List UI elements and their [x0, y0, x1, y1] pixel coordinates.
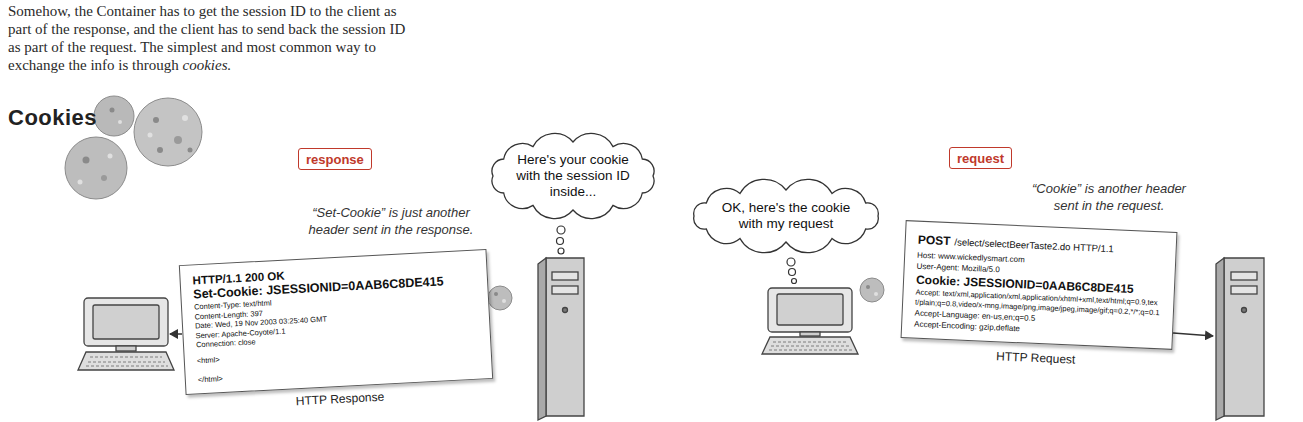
cookie — [860, 278, 884, 302]
tag-label: response — [306, 152, 364, 167]
request-method: POST — [918, 233, 951, 248]
server-tower — [538, 258, 584, 420]
tag-box: request — [949, 147, 1012, 169]
client-computer — [762, 288, 858, 354]
caption: HTTP Response — [167, 382, 513, 414]
message-paper: HTTP/1.1 200 OKSet-Cookie: JSESSIONID=0A… — [179, 249, 493, 394]
intro-emphasis: cookies. — [183, 57, 232, 73]
cloud-outline — [694, 179, 879, 252]
handwritten-note: “Cookie” is another header sent in the r… — [1020, 180, 1198, 214]
heading: Cookies — [8, 105, 97, 131]
tag-box: response — [298, 148, 372, 170]
caption: HTTP Request — [881, 344, 1191, 372]
cookie — [488, 286, 512, 310]
server-tower — [1216, 258, 1264, 420]
message-paper: POST/select/selectBeerTaste2.do HTTP/1.1… — [901, 220, 1178, 350]
bubble-text: Here's your cookie with the session ID i… — [509, 152, 637, 200]
intro-paragraph: Somehow, the Container has to get the se… — [8, 2, 412, 74]
client-computer — [78, 298, 174, 370]
body-line: </html> — [198, 361, 480, 385]
tag-label: request — [957, 151, 1004, 166]
bubble-text: OK, here's the cookie with my request — [710, 200, 862, 232]
cloud-outline — [492, 133, 654, 218]
handwritten-note: “Set-Cookie” is just another header sent… — [298, 204, 484, 238]
send-arrow — [170, 333, 182, 335]
thought-bubble: Here's your cookie with the session ID i… — [485, 134, 661, 218]
header-line: Accept-Encoding: gzip,deflate — [914, 319, 1160, 341]
thought-bubble: OK, here's the cookie with my request — [686, 182, 886, 250]
